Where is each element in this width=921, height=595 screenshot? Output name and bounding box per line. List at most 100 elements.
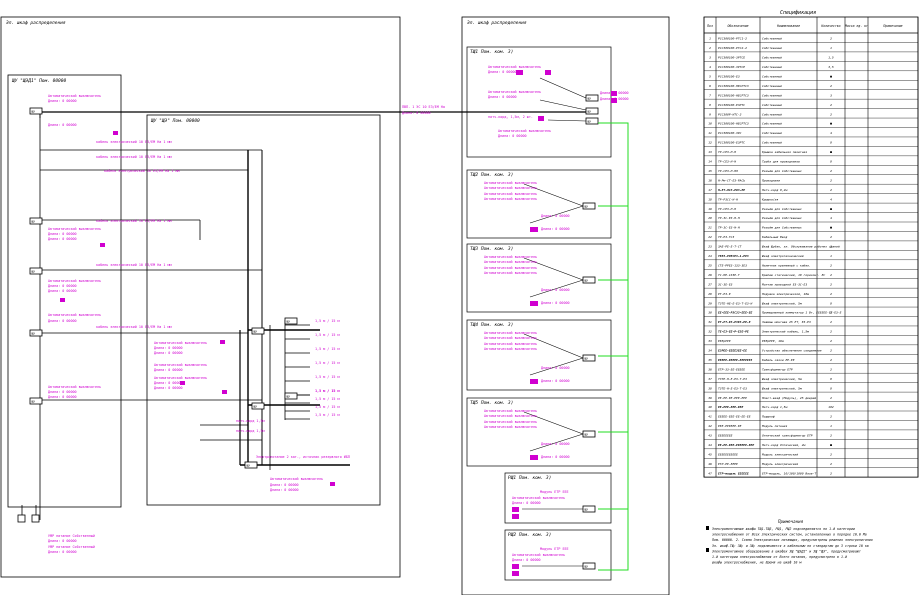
spec-cell: 33	[707, 339, 712, 343]
spec-cell: 3	[708, 56, 711, 60]
branch-annotation: 1,5 м / 15 м	[315, 397, 340, 401]
spec-cell: 8	[830, 301, 832, 305]
spec-cell: РССЗ00100-НЕСРТСЗ	[718, 93, 749, 97]
spec-cell: Труба для проводников	[762, 159, 800, 164]
annotation-text: патч-корд 1,5м	[236, 419, 265, 423]
spec-cell: Разъём для Собственных	[762, 215, 802, 220]
annotation-text: Длина: 0 00000	[154, 381, 183, 385]
spec-cell: РССЗ00100-НЕСРТСЗ	[718, 84, 749, 88]
annotation-text: Длина: 0 00000	[48, 395, 77, 399]
spec-cell: 102	[828, 405, 834, 409]
terminal-device	[31, 514, 40, 523]
spec-cell: Собственный	[762, 83, 782, 88]
spec-cell: 2	[830, 358, 832, 362]
board-annotation: Автоматический выключатель	[484, 409, 537, 413]
spec-cell: Собственный	[762, 102, 782, 107]
spec-header-cell: Наименование	[776, 24, 800, 28]
board-annotation: Длина: 0 00000	[541, 214, 570, 218]
spec-header-cell: Примечание	[882, 24, 902, 28]
spec-cell: 24	[708, 254, 712, 258]
spec-cell: 2	[830, 396, 832, 400]
spec-cell: 2	[830, 462, 832, 466]
annotation-text: Длина: 0 00000	[154, 351, 183, 355]
annotation-text: Автоматический выключатель	[154, 363, 207, 367]
board-annotation: Автоматический выключатель	[512, 496, 565, 500]
spec-cell: 11	[708, 131, 712, 135]
board-device	[582, 430, 596, 438]
spec-cell: ТР-СЕЗ-Н-Н	[718, 160, 736, 164]
spec-cell: 1	[830, 46, 832, 50]
board-annotation: Длина: 0 00000	[488, 70, 517, 74]
breaker-device	[284, 317, 298, 325]
magenta-marker	[611, 91, 617, 96]
spec-cell: 2	[830, 471, 832, 475]
breaker-device	[29, 217, 43, 225]
spec-cell: Собственный	[762, 111, 782, 116]
magenta-marker	[60, 298, 65, 302]
annotation-text: Длина: 0 00000	[48, 550, 77, 554]
board-device-label: ЩУ	[585, 564, 589, 568]
spec-cell: 2	[830, 245, 832, 249]
spec-cell: ■	[830, 74, 832, 78]
annotation-text: Длина: 0 00000	[48, 319, 77, 323]
magenta-marker	[222, 390, 227, 394]
spec-cell: 2	[830, 311, 832, 315]
annotation-text: Длина: 0 00000	[48, 284, 77, 288]
spec-cell: 43	[708, 434, 712, 438]
board-annotation: Модуль ЕТР ЕЕЕ	[540, 547, 569, 551]
spec-cell: РССЗ00100-ЕЗ	[718, 74, 740, 78]
spec-cell: 16	[708, 178, 712, 182]
board-device	[585, 107, 599, 115]
spec-cell: ЕТР-модуль, 10/100/1000 Base-T	[762, 471, 816, 475]
breaker-device	[244, 461, 258, 469]
spec-cell: 26	[708, 273, 712, 277]
board-annotation: Автоматический выключатель	[484, 336, 537, 340]
spec-cell: ЕЕЕЕЕ-ЕЕЕЕЕ-ЕЕЕЕЕЕЗ	[718, 358, 753, 362]
breaker-device	[284, 392, 298, 400]
spec-cell: ЕЕЕрРЕЕ, 10м	[762, 339, 784, 343]
spec-cell: 2	[830, 452, 832, 456]
board-tsh2: ТЩ2 Пом. ком. 3)	[466, 169, 612, 239]
spec-cell: ТС-НЕ-1ЗЗЕ-Т	[718, 273, 740, 277]
annotation-text: Длина: 0 00000	[270, 483, 299, 487]
spec-cell: РЕ-ЕЕ-ЕЕ-ЕЕЕ-ЕЕЕ	[718, 396, 747, 400]
spec-cell: ЗС-ЗЕ-ЕЗ	[717, 282, 733, 286]
board-device-label: ЩУ	[585, 432, 589, 436]
board-annotation: Длина: 0 00000	[541, 455, 570, 459]
panel-a-label: ЩУ "ЩЭД1" Пом. 00000	[11, 78, 66, 84]
annotation-text: кабель электрический 10 ЕЗ/ЕМ На 1 мм	[96, 154, 172, 159]
board-annotation: Автоматический выключатель	[484, 192, 537, 196]
breaker-label: ЩУ	[247, 463, 251, 467]
annotation-text: кабель электрический 10 ЕЗ/ЕМ На 1 мм	[96, 324, 172, 329]
spec-cell: ЕЕЕЕЕ-ЕЕЕ-ЕЕ-ЕЕ-ЕЕ	[718, 415, 751, 419]
magenta-marker	[530, 379, 538, 384]
spec-cell: Собственный	[762, 121, 782, 126]
board-annotation: Автоматический выключатель	[498, 129, 551, 133]
spec-cell: 2	[830, 37, 832, 41]
board-wire	[529, 433, 584, 452]
panel-a	[7, 74, 122, 508]
spec-cell: 32	[707, 330, 712, 334]
spec-cell: Крышка/ия	[761, 197, 778, 201]
spec-cell: Шкаф электротехнический	[761, 254, 804, 258]
spec-cell: 47	[708, 471, 712, 475]
annotation-text: кабель электрический 10 ЕЗ/ЕМ На 1 мм	[96, 218, 172, 223]
spec-cell: ЕЕЕЕЕЕЕЕ	[718, 434, 733, 438]
board-rsh1: РЩ1 Пом. ком. 3)	[504, 472, 612, 524]
data-link-layer	[598, 122, 629, 571]
notes-line: Пом. 00000. 2. Схема Электрических питаю…	[711, 538, 873, 542]
spec-cell: Шкаф электрический, 5м	[761, 377, 802, 381]
spec-cell: Шкаф Щубак, эл. Обслуживание рабочих зда…	[761, 244, 840, 249]
spec-cell: ЕТР-ЗЗ-ЕЕ-ЕЕЕЕЕ	[718, 367, 745, 371]
branch-annotation: 1,5 м / 15 м	[315, 405, 340, 409]
annotation-text: Длина: 0 00000	[154, 386, 183, 390]
board-annotation: Длина: 0 00000	[541, 366, 570, 370]
svg-text:ТЩ1 Пом. ком. 3): ТЩ1 Пом. ком. 3)	[470, 49, 513, 55]
breaker-device	[251, 327, 265, 335]
annotation-text: ПВП. 1 ЭС 10 ЕЗ/ЕМ На	[402, 105, 445, 109]
annotation-text: кабель электрический 10 ЕЗ/ЕМ На 1 мм	[96, 139, 172, 144]
board-annotation: Длина: 0 00000	[488, 95, 517, 99]
magenta-marker	[220, 340, 225, 344]
spec-cell: ■	[830, 443, 832, 447]
